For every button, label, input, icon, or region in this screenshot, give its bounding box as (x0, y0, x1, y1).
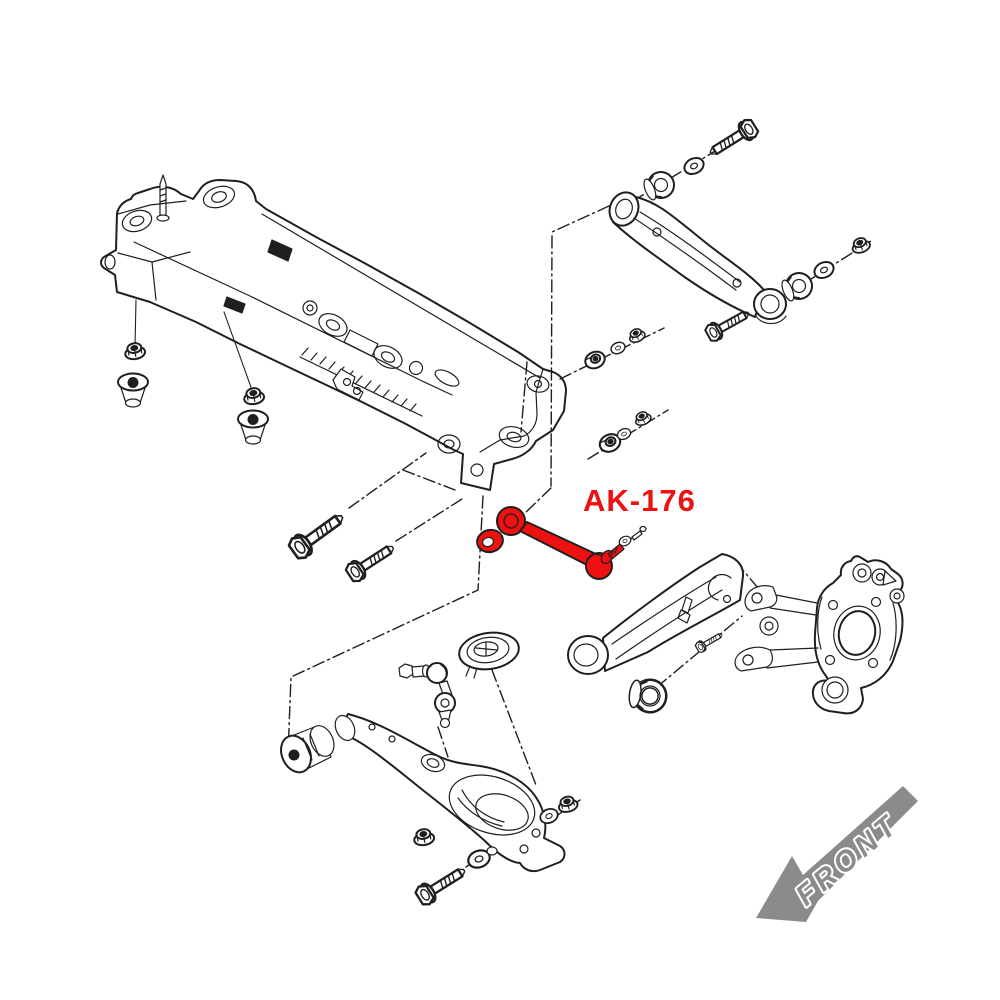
leader-lines (287, 127, 872, 868)
knuckle-assembly (734, 555, 905, 715)
part-label: AK-176 (583, 483, 696, 518)
upper-control-arm-assembly (608, 115, 873, 345)
lateral-link-hardware (617, 525, 647, 549)
subframe-hatch-strip (299, 347, 423, 417)
subframe-mount-hardware (117, 340, 269, 445)
trailing-arm-assembly (567, 553, 745, 716)
lower-control-arm-assembly (280, 631, 580, 909)
front-direction-arrow: FRONT (756, 786, 918, 922)
mid-washer-hardware (581, 325, 654, 456)
lower-arm-bushing (280, 725, 335, 774)
mount-bolts (285, 505, 400, 586)
front-arrow-shape (756, 786, 918, 922)
front-label: FRONT (790, 808, 906, 913)
subframe-stud (156, 174, 170, 222)
line-art: AK-176 FRONT (100, 115, 918, 922)
spring-seat (458, 631, 520, 679)
mount-axis-lines (134, 299, 253, 391)
lateral-link-highlighted (476, 506, 625, 580)
stabilizer-end-link (398, 662, 456, 729)
rear-subframe-crossmember (100, 174, 567, 491)
